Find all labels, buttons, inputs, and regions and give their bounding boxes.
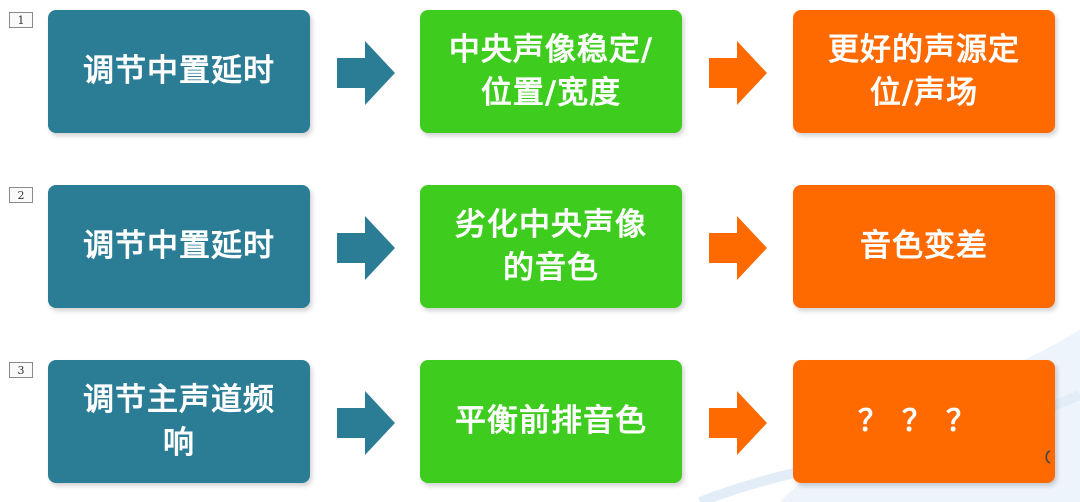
right-arrow-icon [337,41,395,105]
right-arrow-icon [709,391,767,455]
result-box: ？？？ [793,360,1055,483]
effect-label: 平衡前排音色 [455,403,647,439]
effect-box: 中央声像稳定/ 位置/宽度 [420,10,682,133]
cause-label: 调节中置延时 [83,53,275,89]
result-box: 更好的声源定 位/声场 [793,10,1055,133]
flow-row-3: 3 调节主声道频 响 平衡前排音色 ？？？ [0,360,1080,485]
effect-label: 中央声像稳定/ 位置/宽度 [448,31,654,111]
right-arrow-icon [709,41,767,105]
effect-label: 劣化中央声像 的音色 [455,206,647,286]
cause-label: 调节中置延时 [83,228,275,264]
row-number-badge: 1 [9,12,33,28]
row-number-badge: 3 [9,362,33,378]
result-label: 更好的声源定 位/声场 [828,31,1020,111]
result-box: 音色变差 [793,185,1055,308]
right-arrow-icon [709,216,767,280]
cause-label: 调节主声道频 响 [83,381,275,461]
cause-box: 调节中置延时 [48,10,310,133]
right-arrow-icon [337,391,395,455]
effect-box: 平衡前排音色 [420,360,682,483]
result-label: ？？？ [858,404,990,439]
effect-box: 劣化中央声像 的音色 [420,185,682,308]
right-arrow-icon [337,216,395,280]
cause-box: 调节中置延时 [48,185,310,308]
flow-row-2: 2 调节中置延时 劣化中央声像 的音色 音色变差 [0,185,1080,310]
flow-row-1: 1 调节中置延时 中央声像稳定/ 位置/宽度 更好的声源定 位/声场 [0,10,1080,135]
edge-fragment-mark [1045,450,1051,464]
cause-box: 调节主声道频 响 [48,360,310,483]
row-number-badge: 2 [9,187,33,203]
result-label: 音色变差 [860,228,988,264]
